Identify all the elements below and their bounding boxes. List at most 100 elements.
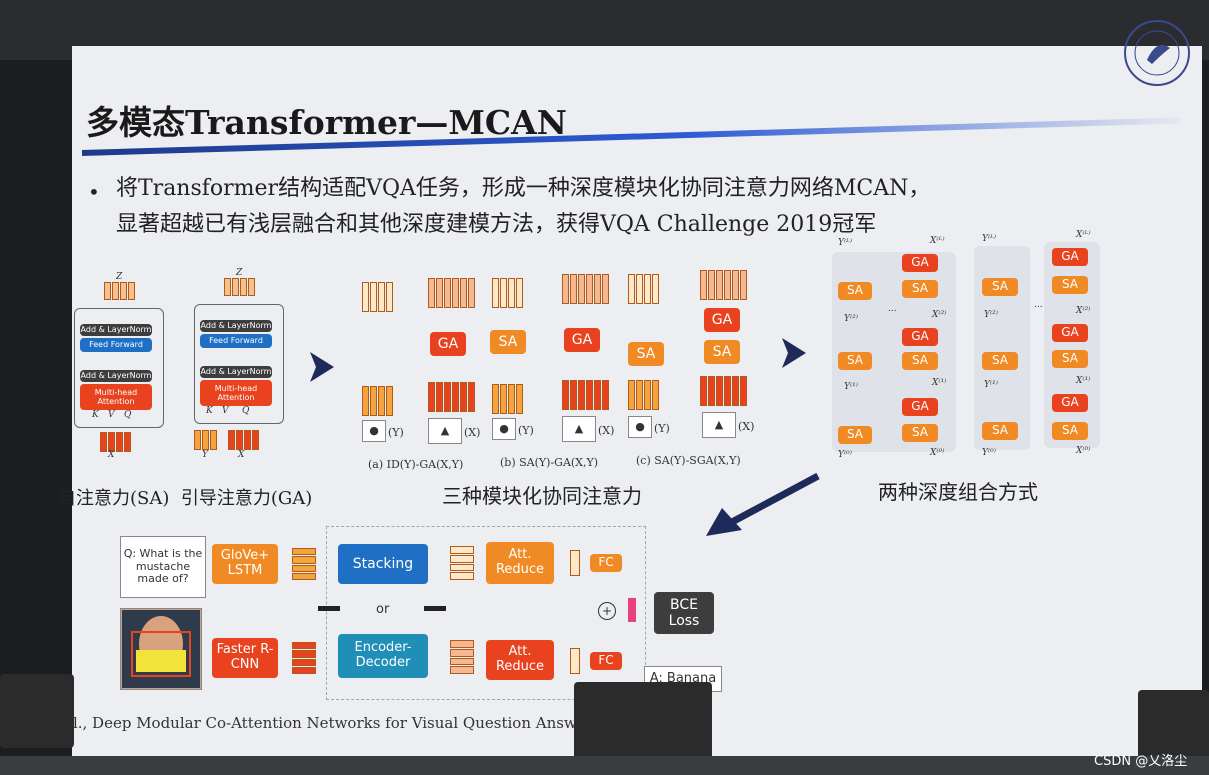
stack-ga-bot: GA — [902, 398, 938, 416]
ga-y-label: Y — [202, 450, 208, 460]
glove-lstm-box: GloVe+ LSTM — [212, 544, 278, 584]
stack-sa-bot-y: SA — [838, 426, 872, 444]
ga-add-norm-top: Add & LayerNorm — [200, 320, 272, 332]
encdec-sa-top-x: SA — [1052, 276, 1088, 294]
ga-x-tokens — [228, 430, 260, 450]
university-logo — [1122, 18, 1192, 88]
question-feature-tokens — [292, 548, 317, 580]
sa-multihead-attention: Multi-head Attention — [80, 384, 152, 410]
mod-a-ga: GA — [430, 332, 466, 356]
faster-rcnn-box: Faster R-CNN — [212, 638, 278, 678]
pipeline-dashed-frame — [326, 526, 646, 700]
image-face-thumbnail — [120, 608, 202, 690]
stack-y-0: Y⁽⁰⁾ — [838, 450, 852, 460]
mod-a-y-tag: (Y) — [388, 426, 404, 439]
encdec-sa-mid-x: SA — [1052, 350, 1088, 368]
encdec-x-l: X⁽ᴸ⁾ — [1076, 230, 1091, 240]
mod-c-image-icon: ▲ — [702, 412, 736, 438]
mod-a-x-out — [428, 278, 476, 308]
encdec-x-1: X⁽¹⁾ — [1076, 376, 1091, 386]
mod-c-y-out — [628, 274, 660, 304]
down-left-arrow-icon — [702, 470, 822, 544]
stage-speaker-left — [0, 674, 74, 748]
encdec-sa-bot-y: SA — [982, 422, 1018, 440]
ga-multihead-attention: Multi-head Attention — [200, 380, 272, 406]
sa-z-label: Z — [116, 272, 123, 282]
ga-add-norm-bottom: Add & LayerNorm — [200, 366, 272, 378]
attention-caption: 自注意力(SA) 引导注意力(GA) — [58, 488, 313, 509]
stage-speaker-center — [574, 682, 712, 762]
sa-mha-line2: Attention — [97, 397, 135, 406]
mod-c-x-tag: (X) — [738, 420, 755, 433]
sa-add-norm-top: Add & LayerNorm — [80, 324, 152, 336]
fc-bottom: FC — [590, 652, 622, 670]
stage-speaker-right — [1138, 690, 1209, 760]
image-feature-tokens — [292, 642, 317, 674]
stack-x-0: X⁽⁰⁾ — [930, 448, 945, 458]
ga-y-tokens — [194, 430, 218, 450]
mod-c-label: (c) SA(Y)-SGA(X,Y) — [636, 454, 741, 467]
encdec-x-0: X⁽⁰⁾ — [1076, 446, 1091, 456]
stack-x-1: X⁽¹⁾ — [932, 378, 947, 388]
stack-sa-top-x: SA — [902, 280, 938, 298]
fc-top: FC — [590, 554, 622, 572]
sa-q-label: Q — [124, 410, 132, 420]
ga-mha-line1: Multi-head — [214, 383, 258, 393]
mod-b-ga: GA — [564, 328, 600, 352]
mod-b-image-icon: ▲ — [562, 416, 596, 442]
encdec-ga-top: GA — [1052, 248, 1088, 266]
encdec-sa-top-y: SA — [982, 278, 1018, 296]
or-label: or — [376, 602, 390, 617]
ga-x-label: X — [238, 450, 245, 460]
encdec-y-l: Y⁽ᴸ⁾ — [982, 234, 997, 244]
encdec-y-2: Y⁽²⁾ — [984, 310, 998, 320]
stacking-box: Stacking — [338, 544, 428, 584]
arrow-right-small-icon — [424, 606, 446, 611]
slide: 多模态Transformer—MCAN • 将Transformer结构适配VQ… — [58, 20, 1202, 756]
stack-y-l: Y⁽ᴸ⁾ — [838, 238, 853, 248]
mod-c-x-out — [700, 270, 748, 300]
ga-z-label: Z — [236, 268, 243, 278]
mod-c-y-in — [628, 380, 660, 410]
encdec-ga-mid: GA — [1052, 324, 1088, 342]
stack-sa-top-y: SA — [838, 282, 872, 300]
mod-b-x-tag: (X) — [598, 424, 615, 437]
stage-floor — [0, 756, 1209, 775]
bce-loss-box: BCE Loss — [654, 592, 714, 634]
encdec-y-1: Y⁽¹⁾ — [984, 380, 998, 390]
mod-b-x-in — [562, 380, 610, 410]
plus-icon: + — [598, 602, 616, 620]
mod-c-sa-x: SA — [704, 340, 740, 364]
mod-b-label: (b) SA(Y)-GA(X,Y) — [500, 456, 599, 469]
mod-a-x-tag: (X) — [464, 426, 481, 439]
bullet-marker: • — [88, 180, 100, 204]
encdec-y-0: Y⁽⁰⁾ — [982, 448, 996, 458]
sa-encoder-frame — [74, 308, 164, 428]
stack-ga-top: GA — [902, 254, 938, 272]
mod-a-image-icon: ▲ — [428, 418, 462, 444]
mod-c-sa-y: SA — [628, 342, 664, 366]
mod-a-y-out — [362, 282, 394, 312]
stack-x-l: X⁽ᴸ⁾ — [930, 236, 945, 246]
ga-v-label: V — [222, 406, 229, 416]
sa-k-label: K — [92, 410, 99, 420]
bottom-attended-tokens — [450, 640, 475, 674]
bullet-line-1: 将Transformer结构适配VQA任务，形成一种深度模块化协同注意力网络MC… — [116, 176, 931, 201]
mod-c-ga: GA — [704, 308, 740, 332]
watermark: CSDN @乂洛尘 — [1094, 754, 1188, 769]
mod-c-y-tag: (Y) — [654, 422, 670, 435]
mod-b-y-out — [492, 278, 524, 308]
mod-b-question-icon: ● — [492, 418, 516, 440]
encdec-ellipsis: ... — [1034, 300, 1043, 310]
encdec-sa-mid-y: SA — [982, 352, 1018, 370]
encdec-ga-bot: GA — [1052, 394, 1088, 412]
att-reduce-top: Att. Reduce — [486, 542, 554, 584]
mod-a-x-in — [428, 382, 476, 412]
sa-output-tokens — [104, 282, 136, 300]
stack-y-1: Y⁽¹⁾ — [844, 382, 858, 392]
stack-ellipsis: ... — [888, 304, 897, 314]
citation: al., Deep Modular Co-Attention Networks … — [64, 714, 586, 732]
depth-caption: 两种深度组合方式 — [878, 480, 1038, 504]
ga-feed-forward: Feed Forward — [200, 334, 272, 348]
